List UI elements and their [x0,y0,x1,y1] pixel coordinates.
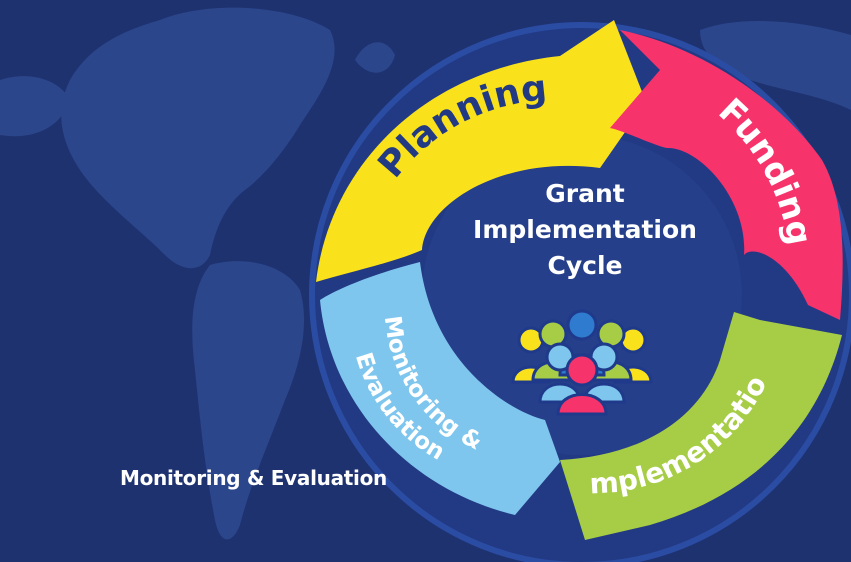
cycle-inner-disc [422,135,742,455]
planning-arrow [316,20,646,282]
people-group-icon [511,309,653,416]
implementation-arrow [560,312,842,540]
monitoring-evaluation-arrow [320,262,560,515]
world-map [0,7,851,540]
title-line-3: Cycle [547,251,623,280]
funding-arrow [610,30,843,320]
monitoring-evaluation-caption: Monitoring & Evaluation [120,466,387,490]
title-line-1: Grant [545,179,625,208]
title-line-2: Implementation [473,215,697,244]
diagram-title: Grant Implementation Cycle [450,176,720,284]
